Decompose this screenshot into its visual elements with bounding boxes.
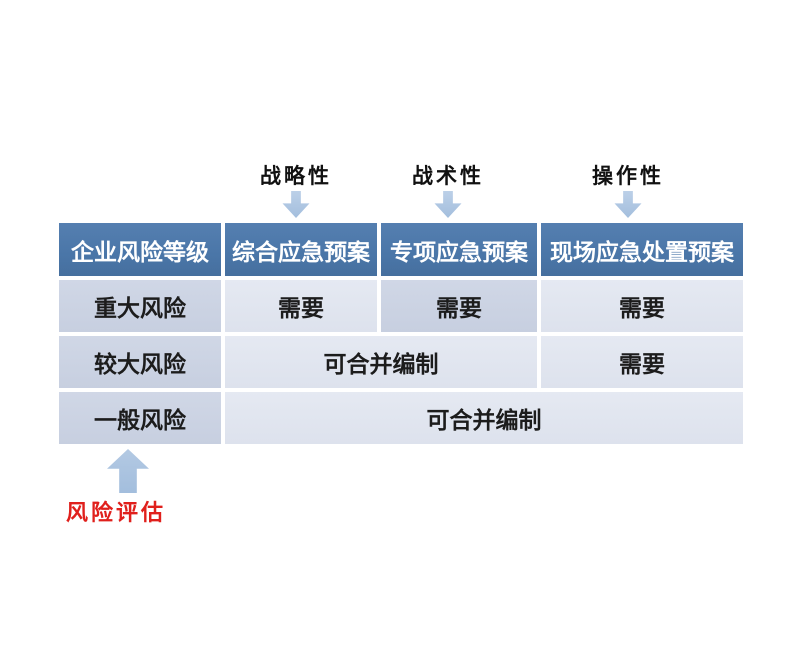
risk-plan-table: 企业风险等级 综合应急预案 专项应急预案 现场应急处置预案 重大风险 需要 需要… (59, 223, 743, 444)
up-arrow-icon (107, 449, 149, 493)
value-cell: 需要 (541, 336, 743, 388)
down-arrow-icon (282, 191, 310, 218)
strategic-label: 战略性 (260, 163, 332, 188)
header-cell-special-plan: 专项应急预案 (381, 223, 537, 276)
operational-label: 操作性 (592, 163, 664, 188)
value-cell: 需要 (225, 280, 377, 332)
risk-level-cell: 一般风险 (59, 392, 221, 444)
header-cell-comprehensive-plan: 综合应急预案 (225, 223, 377, 276)
risk-assessment-label: 风险评估 (66, 500, 167, 526)
risk-level-cell: 较大风险 (59, 336, 221, 388)
header-cell-risk-level: 企业风险等级 (59, 223, 221, 276)
down-arrow-icon (434, 191, 462, 218)
merged-value-cell: 可合并编制 (225, 336, 537, 388)
down-arrow-icon (614, 191, 642, 218)
header-cell-onsite-plan: 现场应急处置预案 (541, 223, 743, 276)
risk-level-cell: 重大风险 (59, 280, 221, 332)
value-cell: 需要 (541, 280, 743, 332)
tactical-label: 战术性 (412, 163, 484, 188)
merged-value-cell: 可合并编制 (225, 392, 743, 444)
value-cell-highlighted: 需要 (381, 280, 537, 332)
